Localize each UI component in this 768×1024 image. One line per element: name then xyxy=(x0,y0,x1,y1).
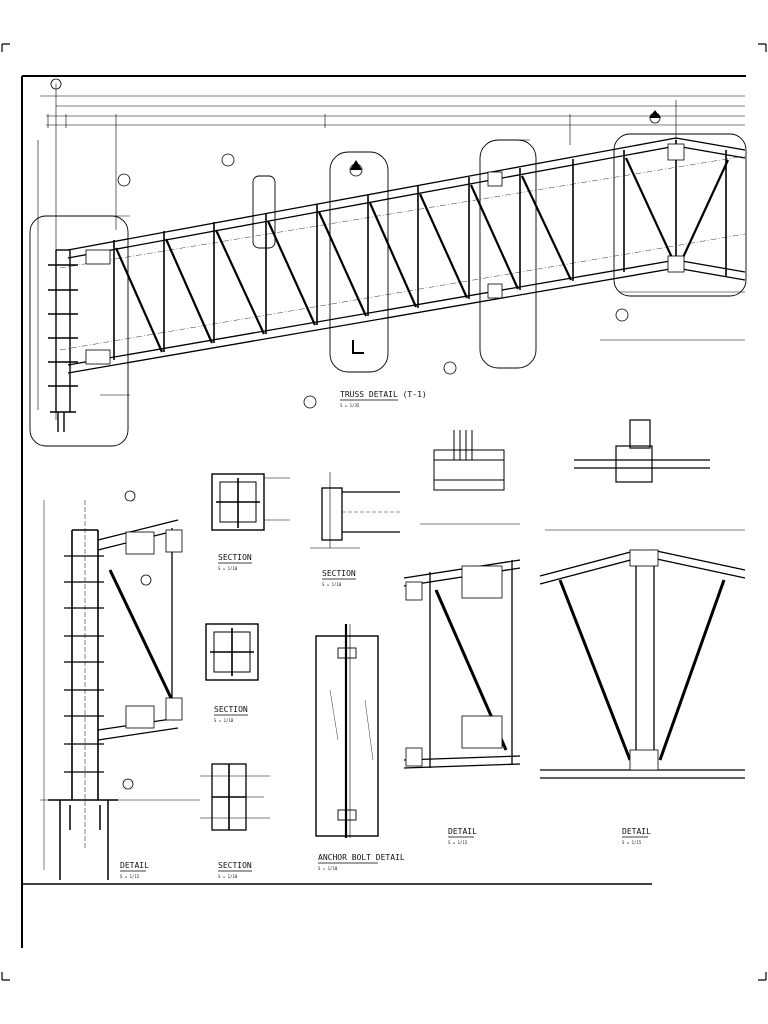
anchor-bolt-title: ANCHOR BOLT DETAIL S = 1/10 xyxy=(318,853,405,871)
anchor-bolt-title-text: ANCHOR BOLT DETAIL xyxy=(318,853,405,862)
section-b-scale: S = 1/10 xyxy=(322,582,342,587)
truss-verticals xyxy=(113,140,727,360)
anchor-bolt-detail xyxy=(315,624,379,838)
truss-chords xyxy=(67,137,746,374)
section-d-scale: S = 1/10 xyxy=(218,874,238,879)
section-c-title: SECTION S = 1/10 xyxy=(214,705,248,723)
dimension-lines xyxy=(37,84,745,420)
section-d xyxy=(200,763,270,831)
column-detail-title: DETAIL S = 1/15 xyxy=(120,861,149,879)
heel-detail-title: DETAIL S = 1/15 xyxy=(448,827,477,845)
section-d-title-text: SECTION xyxy=(218,861,252,870)
crop-marks xyxy=(1,43,767,981)
section-markers xyxy=(117,112,661,409)
truss-detail-title-text: TRUSS DETAIL (T-1) xyxy=(340,390,427,399)
section-c xyxy=(205,623,259,681)
column-detail xyxy=(40,490,200,880)
section-a-title: SECTION S = 1/10 xyxy=(218,553,252,571)
section-a-title-text: SECTION xyxy=(218,553,252,562)
truss-elevation xyxy=(29,78,747,447)
section-b-title-text: SECTION xyxy=(322,569,356,578)
section-b-title: SECTION S = 1/10 xyxy=(322,569,356,587)
truss-support-column xyxy=(50,249,76,432)
column-detail-scale: S = 1/15 xyxy=(120,874,140,879)
heel-detail-title-text: DETAIL xyxy=(448,827,477,836)
heel-bolt-group xyxy=(433,430,505,491)
section-c-scale: S = 1/10 xyxy=(214,718,234,723)
truss-detail-scale: S = 1/35 xyxy=(340,403,360,408)
anchor-bolt-scale: S = 1/10 xyxy=(318,866,338,871)
sheet-frame xyxy=(21,75,746,948)
detail-bubbles xyxy=(29,133,747,447)
truss-detail-title: TRUSS DETAIL (T-1) S = 1/35 xyxy=(340,390,427,408)
heel-detail xyxy=(403,430,521,769)
column-brackets xyxy=(48,264,78,387)
apex-detail-scale: S = 1/15 xyxy=(622,840,642,845)
section-c-title-text: SECTION xyxy=(214,705,248,714)
truss-diagonals xyxy=(114,157,729,353)
apex-detail-title: DETAIL S = 1/15 xyxy=(622,827,651,845)
section-a xyxy=(211,473,290,531)
section-a-scale: S = 1/10 xyxy=(218,566,238,571)
apex-detail-title-text: DETAIL xyxy=(622,827,651,836)
apex-detail xyxy=(539,419,746,779)
section-b xyxy=(310,472,400,549)
heel-detail-scale: S = 1/15 xyxy=(448,840,468,845)
section-d-title: SECTION S = 1/10 xyxy=(218,861,252,879)
apex-plan xyxy=(574,419,710,483)
column-detail-title-text: DETAIL xyxy=(120,861,149,870)
